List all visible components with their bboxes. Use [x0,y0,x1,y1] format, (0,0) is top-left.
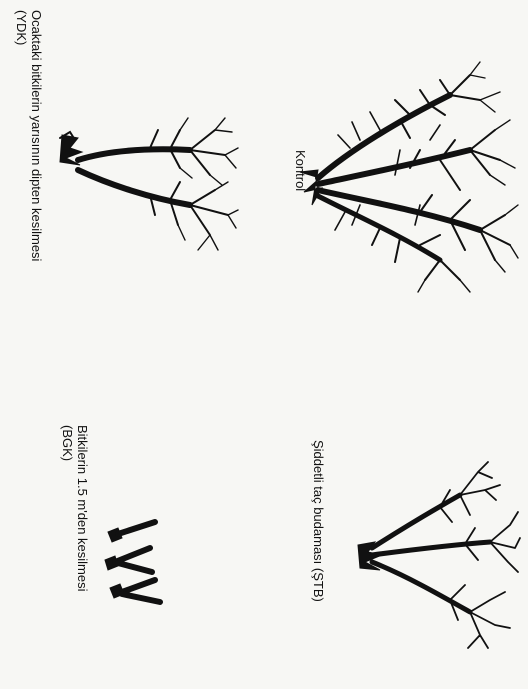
control-label-text: Kontrol [293,150,308,191]
stb-plant-illustration [358,462,520,648]
ydk-label-line2: (YDK) [14,10,29,261]
bgk-label-line1: Bitkilerin 1.5 m'den kesilmesi [75,425,90,592]
stb-label: Şiddetli taç budaması (ŞTB) [311,440,326,602]
ydk-plant-illustration [60,118,238,250]
bgk-label: Bitkilerin 1.5 m'den kesilmesi (BGK) [60,425,90,592]
ydk-label: Ocaktaki bitkilerin yarısının dipten kes… [14,10,44,261]
control-bush-illustration [300,62,518,292]
bgk-label-line2: (BGK) [60,425,75,592]
bgk-stumps-illustration [105,522,160,602]
stb-label-text: Şiddetli taç budaması (ŞTB) [311,440,326,602]
control-label: Kontrol [293,150,308,191]
ydk-label-line1: Ocaktaki bitkilerin yarısının dipten kes… [29,10,44,261]
